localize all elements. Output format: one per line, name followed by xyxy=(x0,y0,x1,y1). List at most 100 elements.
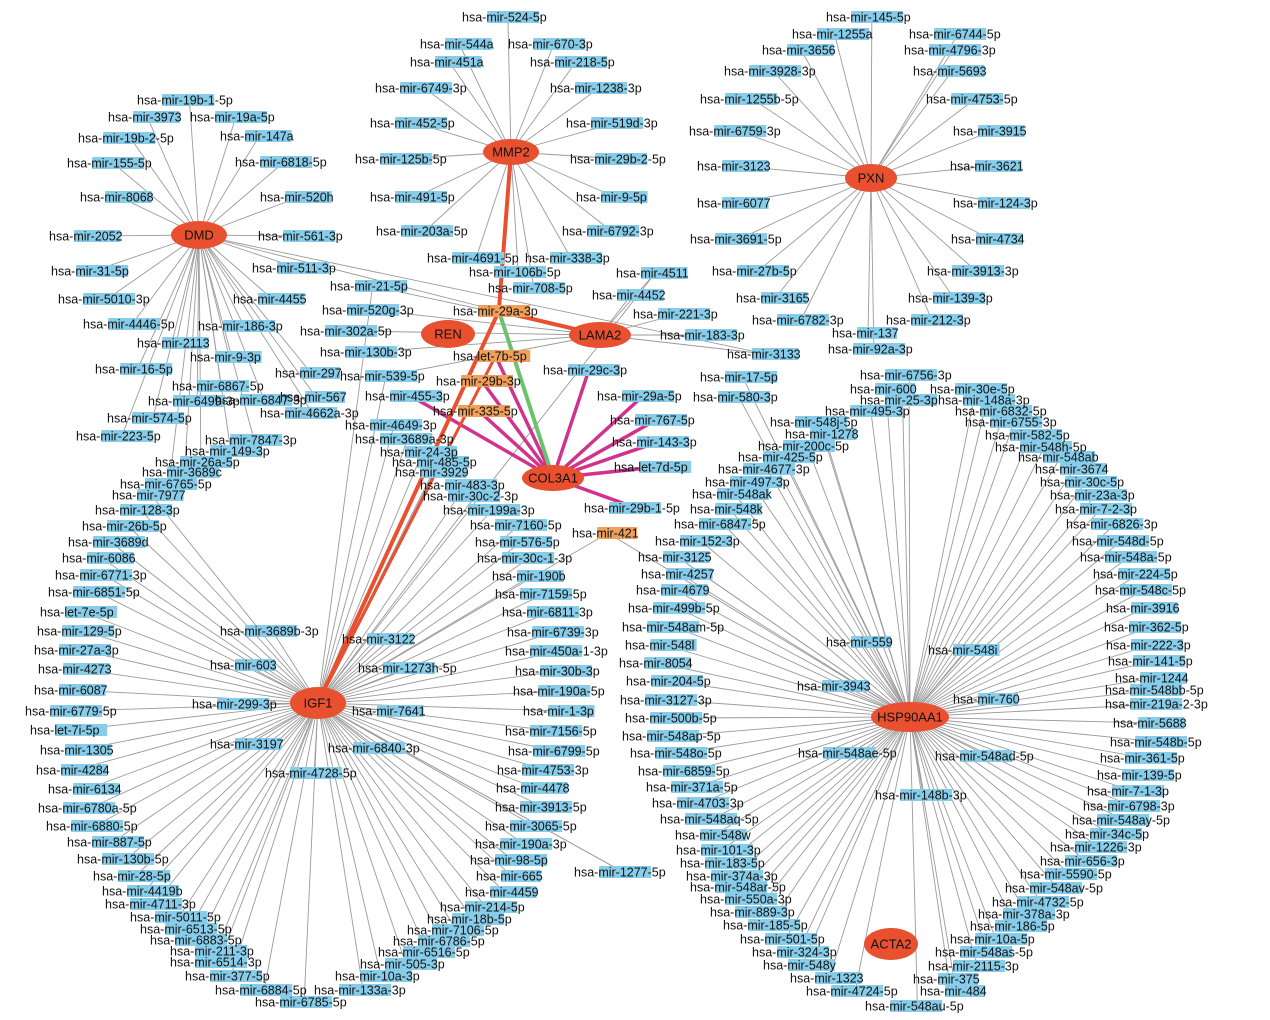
mirna-label: hsa-mir-548y xyxy=(763,959,837,973)
mirna-label: hsa-mir-6847-3p xyxy=(215,394,307,408)
edge-igf1 xyxy=(317,702,474,920)
mirna-label: hsa-mir-224-5p xyxy=(1093,568,1178,582)
mirna-label: hsa-mir-29b-2-5p xyxy=(570,153,666,167)
mirna-highlight xyxy=(1122,769,1175,781)
edge-igf1 xyxy=(87,702,319,790)
edge-mmp2 xyxy=(448,61,512,153)
edge-cross xyxy=(317,532,609,704)
mirna-highlight xyxy=(749,65,802,77)
hub-node-mmp2 xyxy=(483,139,539,165)
mirna-highlight xyxy=(277,262,330,274)
edge-dmd xyxy=(196,234,200,402)
mirna-label: hsa-mir-106b-5p xyxy=(469,266,561,280)
edge-igf1 xyxy=(103,574,319,704)
mirna-label: hsa-mir-211-3p xyxy=(170,945,254,959)
edge-dmd xyxy=(188,99,200,236)
mirna-highlight xyxy=(717,488,770,500)
edge-hsp90aa1 xyxy=(669,699,911,718)
mirna-highlight xyxy=(155,911,208,923)
mirna-highlight xyxy=(955,383,1008,395)
mirna-highlight xyxy=(103,132,156,144)
mirna-highlight xyxy=(1097,535,1150,547)
mirna-label: hsa-mir-5688 xyxy=(1113,717,1187,731)
mirna-label: hsa-mir-3689c xyxy=(142,466,222,480)
mirna-highlight xyxy=(240,984,293,996)
mirna-label: hsa-mir-19b-1-5p xyxy=(137,94,233,108)
mirna-label: hsa-mir-548b-5p xyxy=(1110,736,1202,750)
mirna-label: hsa-mir-3915 xyxy=(953,125,1027,139)
edge-hsp90aa1 xyxy=(909,716,1100,848)
edge-hsp90aa1 xyxy=(909,689,1158,718)
edge-hsp90aa1 xyxy=(700,540,911,718)
mirna-highlight xyxy=(510,820,563,832)
mirna-label: hsa-mir-6883-5p xyxy=(150,934,242,948)
mirna-label: hsa-mir-6134 xyxy=(48,783,122,797)
mirna-label: hsa-mir-6799-5p xyxy=(508,745,600,759)
edge-igf1 xyxy=(317,702,525,845)
mirna-label: hsa-mir-378a-3p xyxy=(978,908,1070,922)
mirna-highlight xyxy=(195,945,248,957)
mirna-label: hsa-mir-548i xyxy=(928,644,997,658)
edge-igf1 xyxy=(317,495,476,704)
mirna-label: hsa-mir-665 xyxy=(476,870,543,884)
mirna-label: hsa-mir-222-3p xyxy=(1106,639,1191,653)
mirna-label: hsa-mir-1305 xyxy=(40,744,114,758)
hub-label: REN xyxy=(434,327,461,342)
edge-igf1 xyxy=(317,484,467,704)
edge-hsp90aa1 xyxy=(694,716,911,788)
hub-node-col3a1 xyxy=(522,465,584,491)
mirna-highlight xyxy=(420,466,467,478)
mirna-label: hsa-mir-4455 xyxy=(233,293,307,307)
mirna-highlight xyxy=(383,662,436,674)
mirna-highlight xyxy=(650,639,697,651)
edge-hsp90aa1 xyxy=(700,716,911,804)
mirna-highlight xyxy=(285,407,338,419)
mirna-label: hsa-mir-297 xyxy=(275,367,342,381)
mirna-label: hsa-mir-29b-3p xyxy=(436,375,521,389)
mirna-highlight xyxy=(1080,503,1133,515)
mirna-label: hsa-mir-377-5p xyxy=(185,970,270,984)
mirna-label: hsa-mir-4452 xyxy=(592,289,666,303)
mirna-highlight xyxy=(851,636,892,648)
mirna-highlight xyxy=(401,225,454,237)
mirna-label: hsa-mir-6884-5p xyxy=(215,984,307,998)
mirna-highlight xyxy=(711,870,764,882)
mirna-label: hsa-mir-574-5p xyxy=(107,412,192,426)
mirna-label: hsa-mir-425-5p xyxy=(738,451,823,465)
edge-pxn xyxy=(752,98,872,179)
mirna-label: hsa-mir-3133 xyxy=(727,348,801,362)
mirna-label: hsa-mir-544a xyxy=(420,38,494,52)
mirna-label: hsa-mir-19a-5p xyxy=(190,111,275,125)
edge-hsp90aa1 xyxy=(721,716,911,851)
edge-igf1 xyxy=(317,702,487,908)
edge-igf1 xyxy=(101,557,319,704)
mirna-label: hsa-mir-3065-5p xyxy=(485,820,577,834)
mirna-highlight xyxy=(1017,896,1070,908)
mirna-label: hsa-mir-539-5p xyxy=(340,370,425,384)
mirna-highlight xyxy=(305,391,346,403)
mirna-label: hsa-mir-520g-3p xyxy=(322,304,414,318)
edge-dmd xyxy=(146,116,200,236)
mirna-highlight xyxy=(325,325,378,337)
mirna-highlight xyxy=(502,552,555,564)
mirna-highlight xyxy=(339,984,392,996)
mirna-highlight xyxy=(132,412,185,424)
mirna-label: hsa-mir-29a-3p xyxy=(453,305,538,319)
mirna-highlight xyxy=(527,606,580,618)
mirna-highlight xyxy=(783,440,836,452)
edge-igf1 xyxy=(82,611,319,704)
edge-igf1 xyxy=(73,689,319,704)
edge-pxn xyxy=(774,177,872,299)
mirna-label: hsa-mir-23a-3p xyxy=(1050,489,1135,503)
mirna-highlight xyxy=(165,923,218,935)
mirna-label: hsa-mir-4703-3p xyxy=(652,797,744,811)
mirna-label: hsa-mir-455-3p xyxy=(365,390,450,404)
mirna-highlight xyxy=(63,663,110,675)
mirna-highlight xyxy=(458,405,511,417)
mirna-label: hsa-mir-30e-5p xyxy=(930,383,1015,397)
mirna-highlight xyxy=(538,685,591,697)
mirna-highlight xyxy=(245,130,292,142)
edge-hsp90aa1 xyxy=(909,456,1061,718)
edge-pxn xyxy=(738,177,872,240)
